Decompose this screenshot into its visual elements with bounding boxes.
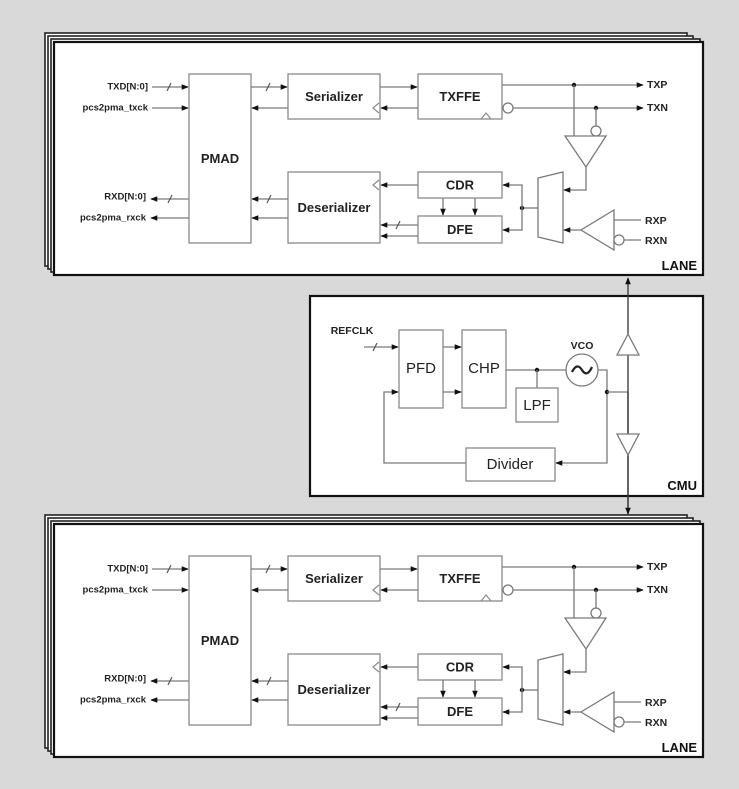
- cmu-corner-label: CMU: [667, 478, 697, 493]
- clock-input-icon: [372, 661, 380, 673]
- cdr-block: [417, 653, 503, 681]
- lane-corner-label: LANE: [662, 740, 698, 755]
- chp-block: [461, 329, 507, 409]
- bus-slash-icon: [265, 564, 271, 574]
- rx-input-buffer-icon: [579, 690, 615, 734]
- inversion-bubble-icon: [590, 607, 602, 619]
- deserializer-block: [287, 171, 381, 244]
- lane-corner-label: LANE: [662, 258, 698, 273]
- bus-slash-icon: [395, 220, 401, 230]
- pcs2pma-txck-label: pcs2pma_txck: [83, 585, 149, 596]
- loopback-buffer-icon: [563, 135, 608, 169]
- txffe-block: [417, 555, 503, 602]
- txn-label: TXN: [647, 102, 668, 114]
- rxp-label: RXP: [645, 697, 667, 709]
- deserializer-label: Deserializer: [298, 682, 371, 697]
- dfe-label: DFE: [447, 222, 473, 237]
- lpf-block: [515, 387, 559, 423]
- deserializer-block: [287, 653, 381, 726]
- rxd-label: RXD[N:0]: [104, 192, 146, 203]
- pfd-block: [398, 329, 444, 409]
- loopback-buffer-icon: [563, 617, 608, 651]
- serializer-label: Serializer: [305, 89, 363, 104]
- clock-input-icon: [372, 179, 380, 191]
- dfe-block: [417, 215, 503, 244]
- pcs2pma-rxck-label: pcs2pma_rxck: [80, 213, 147, 224]
- pmad-label: PMAD: [201, 151, 239, 166]
- pcs2pma-rxck-label: pcs2pma_rxck: [80, 695, 147, 706]
- bus-slash-icon: [372, 342, 378, 352]
- dfe-block: [417, 697, 503, 726]
- txd-label: TXD[N:0]: [107, 564, 148, 575]
- rx-input-buffer-icon: [579, 208, 615, 252]
- sine-wave-icon: [571, 365, 594, 375]
- cmu-block: CMU REFCLK PFD CHP LPF VCO Divider: [308, 277, 705, 515]
- pmad-block: [188, 555, 252, 726]
- inversion-bubble-icon: [613, 234, 625, 246]
- feedback-wire: [383, 389, 466, 464]
- mux-dfe-wire: [502, 690, 523, 715]
- inversion-bubble-icon: [502, 102, 514, 114]
- mux-cdr-wire: [502, 664, 523, 690]
- txn-label: TXN: [647, 584, 668, 596]
- rxn-label: RXN: [645, 717, 667, 729]
- chp-label: CHP: [468, 360, 500, 377]
- serializer-label: Serializer: [305, 571, 363, 586]
- cdr-label: CDR: [446, 177, 475, 192]
- lpf-label: LPF: [523, 397, 551, 414]
- clock-buffer-up-icon: [615, 332, 641, 356]
- rxd-label: RXD[N:0]: [104, 674, 146, 685]
- clock-input-icon: [372, 584, 380, 596]
- clock-input-icon: [480, 112, 492, 120]
- vco-divider-wire: [555, 369, 608, 466]
- txp-label: TXP: [647, 561, 667, 573]
- inversion-bubble-icon: [502, 584, 514, 596]
- bus-slash-icon: [166, 564, 172, 574]
- loopback-mux-wire: [563, 649, 587, 675]
- dfe-label: DFE: [447, 704, 473, 719]
- bus-slash-icon: [395, 702, 401, 712]
- rxp-label: RXP: [645, 215, 667, 227]
- rx-mux-icon: [537, 171, 564, 244]
- vco-label: VCO: [571, 340, 594, 352]
- txffe-label: TXFFE: [439, 89, 480, 104]
- rx-mux-icon: [537, 653, 564, 726]
- divider-label: Divider: [487, 456, 534, 473]
- cdr-label: CDR: [446, 659, 475, 674]
- pmad-block: [188, 73, 252, 244]
- bus-slash-icon: [167, 676, 173, 686]
- mux-dfe-wire: [502, 208, 523, 233]
- divider-block: [465, 447, 556, 482]
- serializer-block: [287, 73, 381, 120]
- txffe-block: [417, 73, 503, 120]
- bus-slash-icon: [266, 194, 272, 204]
- mux-cdr-wire: [502, 182, 523, 208]
- cdr-block: [417, 171, 503, 199]
- bus-slash-icon: [167, 194, 173, 204]
- pmad-label: PMAD: [201, 633, 239, 648]
- deserializer-label: Deserializer: [298, 200, 371, 215]
- bus-slash-icon: [266, 676, 272, 686]
- txp-label: TXP: [647, 79, 667, 91]
- pfd-label: PFD: [406, 360, 436, 377]
- pcs2pma-txck-label: pcs2pma_txck: [83, 103, 149, 114]
- bus-slash-icon: [265, 82, 271, 92]
- rxn-label: RXN: [645, 235, 667, 247]
- clock-buffer-down-icon: [615, 433, 641, 457]
- serializer-block: [287, 555, 381, 602]
- txd-label: TXD[N:0]: [107, 82, 148, 93]
- bus-slash-icon: [166, 82, 172, 92]
- loopback-mux-wire: [563, 167, 587, 193]
- inversion-bubble-icon: [613, 716, 625, 728]
- inversion-bubble-icon: [590, 125, 602, 137]
- refclk-label: REFCLK: [331, 325, 374, 337]
- clock-input-icon: [480, 594, 492, 602]
- clock-input-icon: [372, 102, 380, 114]
- txffe-label: TXFFE: [439, 571, 480, 586]
